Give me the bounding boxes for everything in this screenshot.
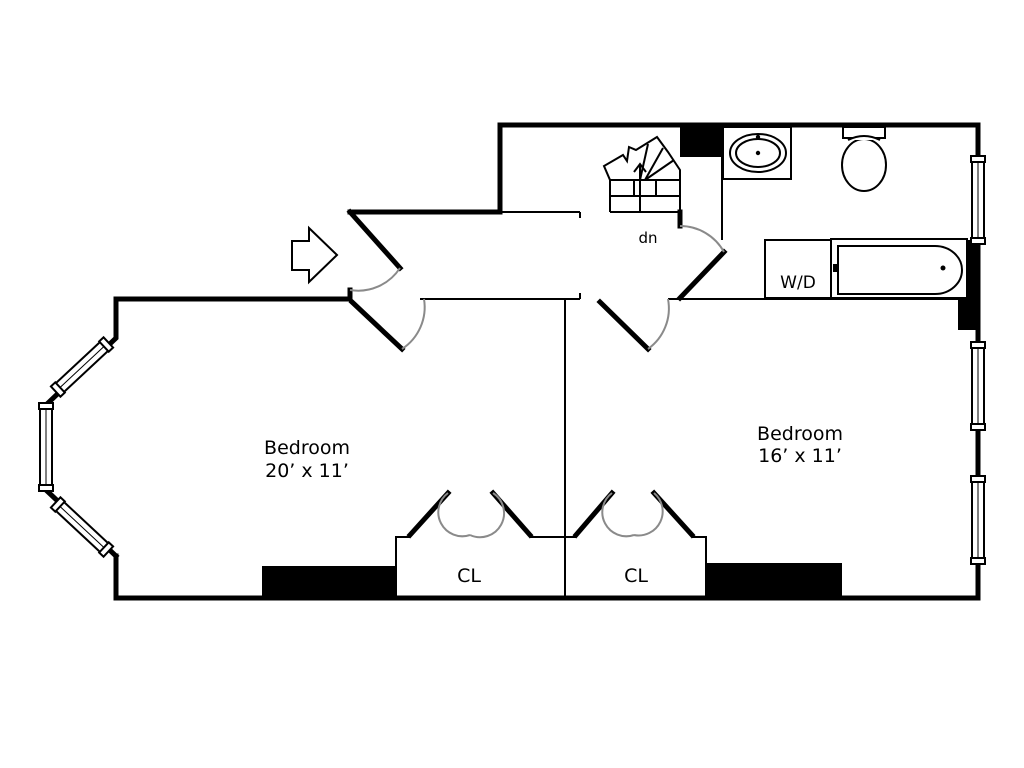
- window-bay-lower: [49, 495, 115, 559]
- closet-left: CL: [395, 489, 565, 598]
- closet-left-label: CL: [457, 565, 481, 587]
- window-bay-upper: [49, 335, 115, 399]
- door-swing-bath: [679, 224, 725, 253]
- wall-block-left-bottom: [262, 566, 396, 598]
- stairs-icon: [602, 135, 681, 212]
- wall-block-right-bottom: [706, 563, 842, 598]
- washer-dryer-label: W/D: [780, 273, 816, 293]
- window-bay-middle: [38, 402, 54, 492]
- interior-walls: [348, 157, 958, 598]
- bedroom-right-name: Bedroom: [757, 423, 843, 445]
- door-swing-right-bedroom: [647, 298, 670, 350]
- stairs-label: dn: [638, 229, 657, 247]
- entry-arrow-icon: [291, 225, 339, 285]
- washer-dryer-icon: W/D: [764, 239, 832, 299]
- bathtub-icon: [830, 238, 968, 299]
- window-right-upper: [970, 341, 986, 431]
- closet-right-label: CL: [624, 565, 648, 587]
- bedroom-left-size: 20’ x 11’: [265, 460, 349, 482]
- toilet-icon: [841, 126, 887, 192]
- wall-block-top: [680, 125, 722, 157]
- exterior-walls: [43, 122, 981, 601]
- closet-right: CL: [565, 489, 707, 598]
- window-bath: [970, 155, 986, 245]
- bedroom-left-name: Bedroom: [264, 437, 350, 459]
- door-swing-left-bedroom: [401, 298, 426, 350]
- wall-block-bath-right: [966, 240, 978, 296]
- window-right-lower: [970, 475, 986, 565]
- wall-block-right: [958, 296, 978, 330]
- door-swing-entry: [349, 267, 401, 292]
- bedroom-right-size: 16’ x 11’: [758, 445, 842, 467]
- sink-icon: [722, 126, 792, 180]
